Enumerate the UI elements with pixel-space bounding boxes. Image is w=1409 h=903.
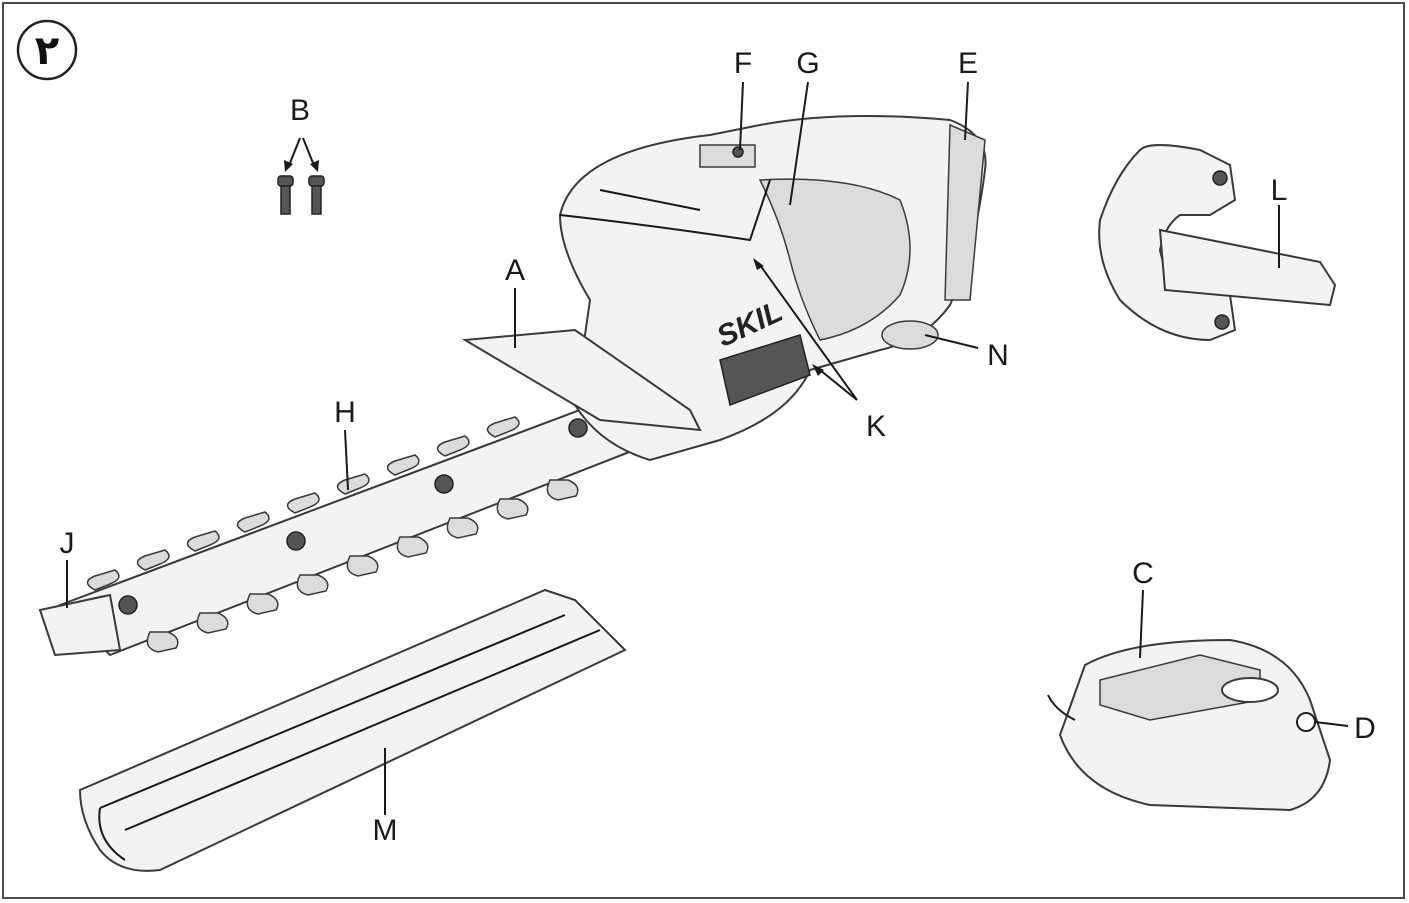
label-b: B <box>290 94 310 127</box>
label-d: D <box>1354 712 1376 745</box>
blade-illustration <box>38 408 663 657</box>
label-l: L <box>1271 174 1288 207</box>
charger-illustration <box>1047 638 1332 812</box>
label-h: H <box>334 396 356 429</box>
callout-labels: F G E B A L N H K J C D M <box>60 47 1376 847</box>
label-e: E <box>958 47 978 80</box>
screws-illustration <box>277 137 325 215</box>
label-j: J <box>60 527 75 560</box>
label-g: G <box>796 47 819 80</box>
figure-number: ٢ <box>35 28 59 74</box>
label-n: N <box>987 339 1009 372</box>
label-f: F <box>734 47 752 80</box>
label-m: M <box>373 814 398 847</box>
label-a: A <box>505 254 525 287</box>
leader-lines <box>66 81 1349 815</box>
figure-badge: ٢ <box>16 19 78 81</box>
blade-cover-illustration <box>78 588 627 872</box>
label-c: C <box>1132 557 1154 590</box>
trimmer-body-illustration: SKIL <box>461 115 987 462</box>
auxiliary-handle-illustration <box>1098 144 1337 342</box>
label-k: K <box>866 410 886 443</box>
